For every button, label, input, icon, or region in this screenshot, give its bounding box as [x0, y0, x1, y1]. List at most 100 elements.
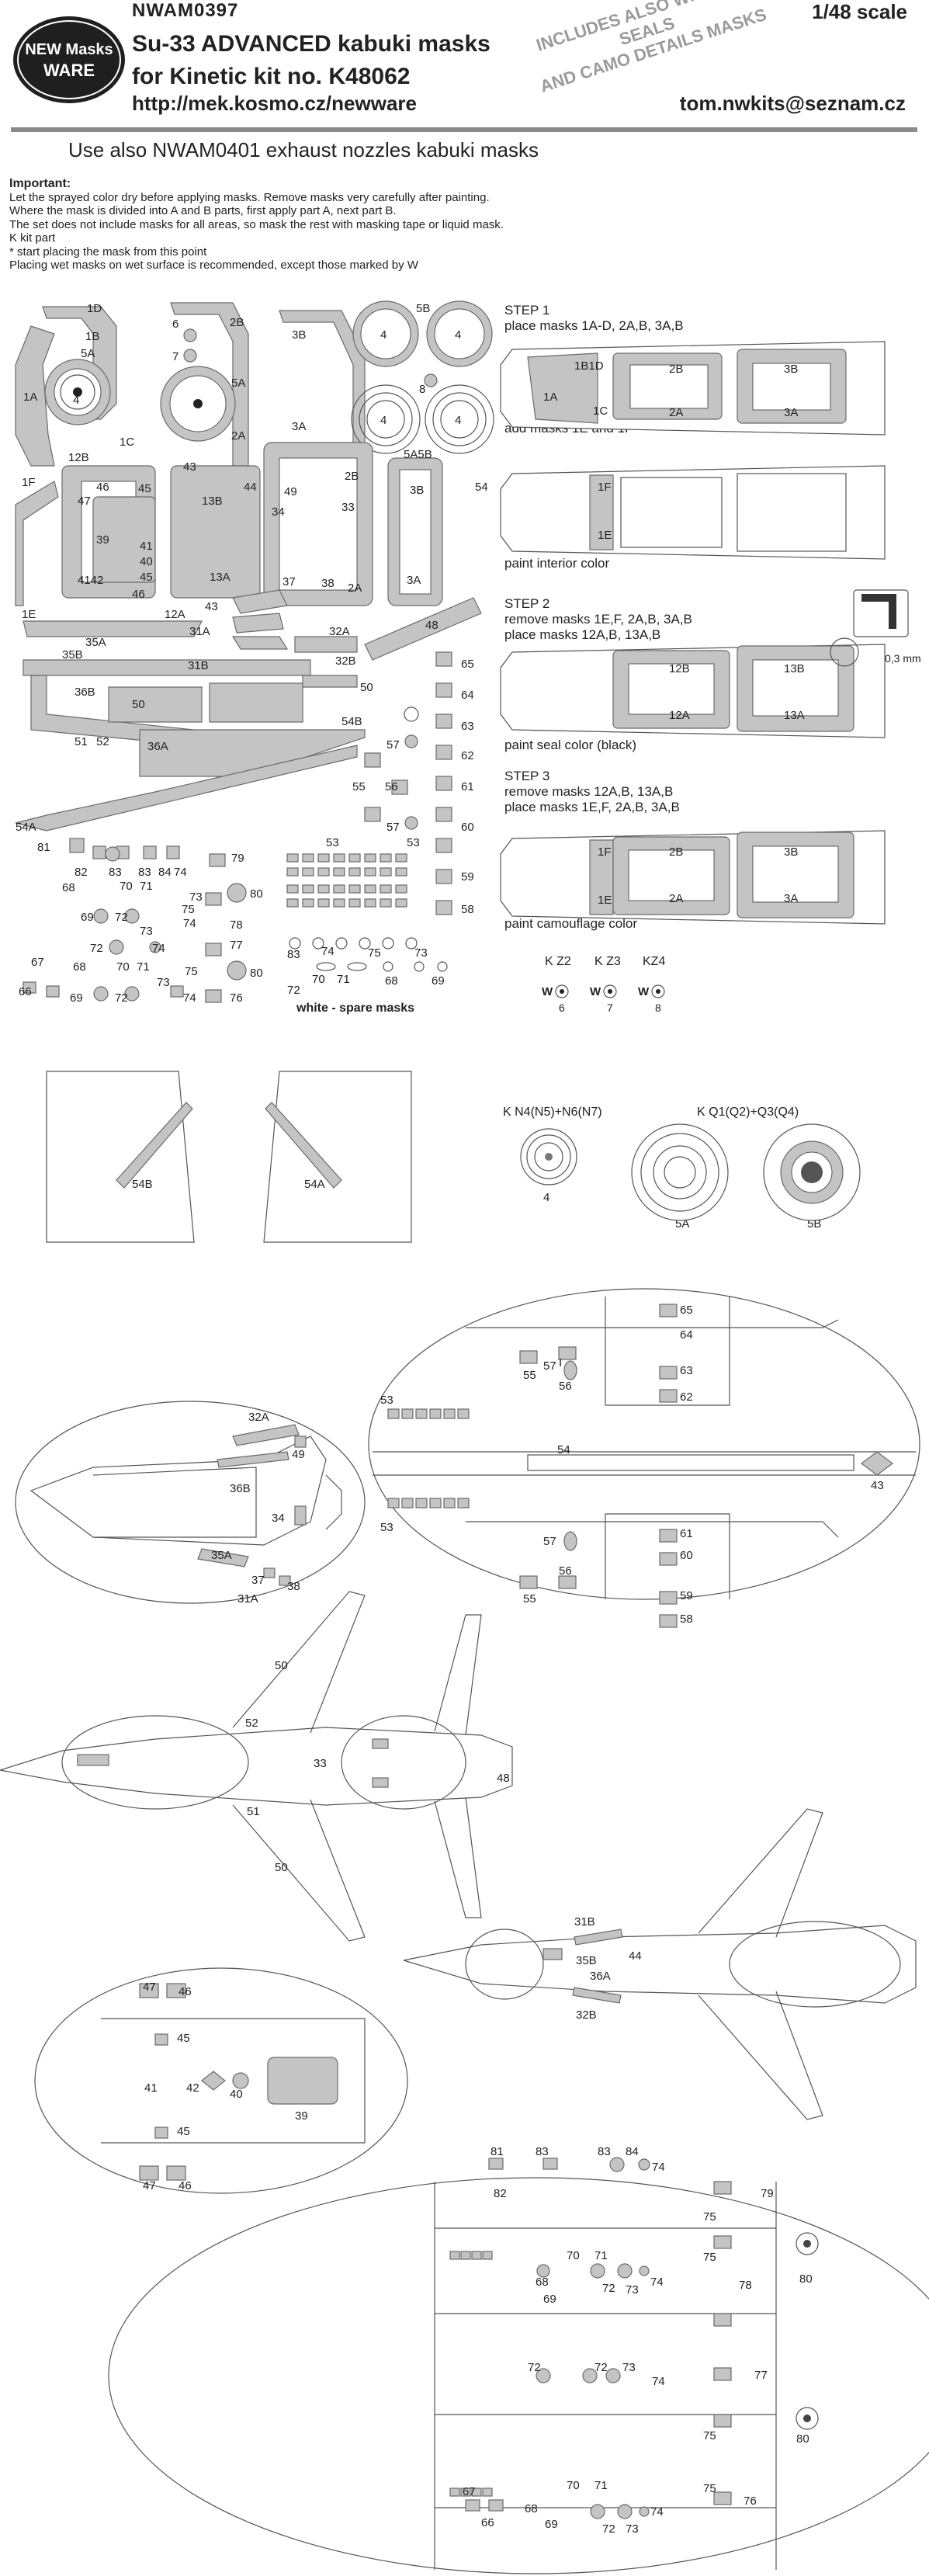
svg-text:68: 68 [385, 974, 398, 988]
svg-text:31B: 31B [188, 659, 209, 672]
svg-text:74: 74 [652, 2161, 665, 2174]
svg-text:54: 54 [557, 1443, 570, 1456]
svg-text:34: 34 [272, 505, 285, 519]
svg-text:1E: 1E [22, 608, 36, 621]
product-title: Su-33 ADVANCED kabuki masks [132, 31, 490, 57]
svg-text:W: W [638, 985, 650, 998]
svg-text:62: 62 [461, 749, 474, 762]
svg-text:3B: 3B [784, 363, 798, 376]
svg-text:43: 43 [183, 460, 196, 474]
svg-text:72: 72 [90, 942, 103, 955]
svg-text:74: 74 [650, 2276, 664, 2289]
email-link[interactable]: tom.nwkits@seznam.cz [679, 92, 906, 115]
svg-text:74: 74 [174, 866, 187, 879]
svg-text:67: 67 [463, 2485, 476, 2498]
svg-text:50: 50 [132, 698, 145, 711]
svg-text:47: 47 [143, 2179, 156, 2192]
svg-text:53: 53 [326, 836, 339, 849]
svg-text:36A: 36A [590, 1970, 611, 1983]
svg-text:1E: 1E [598, 894, 612, 907]
svg-text:54A: 54A [16, 821, 36, 834]
svg-text:45: 45 [138, 482, 151, 495]
svg-text:52: 52 [245, 1717, 258, 1730]
svg-text:12B: 12B [68, 451, 89, 464]
svg-text:43: 43 [871, 1479, 884, 1492]
svg-text:45: 45 [177, 2125, 190, 2138]
svg-text:13B: 13B [784, 662, 805, 675]
svg-text:53: 53 [380, 1521, 393, 1534]
svg-text:3A: 3A [407, 574, 421, 587]
svg-text:49: 49 [284, 485, 297, 498]
svg-text:69: 69 [545, 2518, 558, 2531]
svg-text:73: 73 [157, 976, 170, 989]
svg-text:64: 64 [680, 1328, 693, 1342]
svg-text:4: 4 [194, 398, 200, 411]
svg-text:55: 55 [352, 780, 366, 793]
note-line: Let the sprayed color dry before applyin… [9, 190, 490, 204]
svg-text:83: 83 [598, 2145, 611, 2158]
svg-text:2A: 2A [669, 406, 683, 419]
svg-text:46: 46 [96, 481, 109, 494]
svg-text:1C: 1C [593, 404, 608, 418]
svg-text:75: 75 [368, 946, 381, 960]
wheel-num-4: 4 [543, 1191, 550, 1204]
note-line: Placing wet masks on wet surface is reco… [9, 259, 418, 272]
svg-text:69: 69 [81, 911, 94, 924]
svg-text:48: 48 [497, 1772, 510, 1785]
svg-text:2A: 2A [348, 582, 362, 595]
svg-text:76: 76 [230, 991, 243, 1005]
step2-paint: paint seal color (black) [504, 738, 637, 752]
svg-text:1B1D: 1B1D [574, 359, 604, 373]
svg-text:38: 38 [287, 1580, 300, 1593]
svg-text:53: 53 [380, 1394, 393, 1407]
svg-text:72: 72 [287, 984, 300, 997]
svg-text:75: 75 [185, 965, 198, 978]
svg-text:71: 71 [594, 2249, 608, 2262]
svg-text:51: 51 [75, 735, 88, 748]
svg-text:13B: 13B [202, 495, 223, 508]
svg-text:54A: 54A [304, 1178, 325, 1191]
svg-text:12B: 12B [669, 662, 690, 675]
website-link[interactable]: http://mek.kosmo.cz/newware [132, 92, 417, 115]
step3-text1: remove masks 12A,B, 13A,B [504, 784, 674, 799]
svg-text:59: 59 [680, 1589, 693, 1602]
svg-text:40: 40 [140, 555, 153, 568]
svg-text:36B: 36B [75, 686, 95, 699]
svg-text:75: 75 [703, 2482, 716, 2495]
svg-text:41: 41 [144, 2081, 158, 2095]
svg-text:1A: 1A [23, 391, 37, 404]
svg-text:4142: 4142 [78, 574, 103, 587]
svg-text:80: 80 [799, 2272, 813, 2286]
svg-text:72: 72 [528, 2361, 541, 2374]
svg-text:84: 84 [158, 866, 172, 879]
svg-text:41: 41 [140, 540, 153, 553]
svg-text:13A: 13A [784, 709, 805, 722]
svg-text:55: 55 [523, 1592, 536, 1606]
svg-text:5A: 5A [81, 347, 95, 360]
svg-text:1F: 1F [22, 476, 36, 489]
svg-text:32B: 32B [576, 2008, 597, 2022]
svg-text:2B: 2B [345, 470, 359, 483]
svg-text:74: 74 [650, 2505, 664, 2519]
svg-text:44: 44 [629, 1949, 642, 1963]
svg-text:78: 78 [230, 918, 243, 932]
svg-text:76: 76 [744, 2494, 757, 2508]
svg-text:82: 82 [75, 866, 88, 879]
svg-text:32B: 32B [335, 654, 356, 668]
wheel-label-kn: K N4(N5)+N6(N7) [503, 1106, 602, 1119]
product-kit: for Kinetic kit no. K48062 [132, 64, 411, 89]
step2-text2: place masks 12A,B, 13A,B [504, 627, 661, 642]
svg-text:78: 78 [739, 2279, 752, 2292]
svg-text:73: 73 [140, 925, 153, 938]
svg-text:83: 83 [109, 866, 122, 879]
svg-text:77: 77 [230, 939, 243, 952]
svg-text:I: I [559, 1356, 562, 1370]
svg-text:39: 39 [295, 2109, 308, 2123]
logo-top-text: NEW Masks [25, 41, 113, 58]
